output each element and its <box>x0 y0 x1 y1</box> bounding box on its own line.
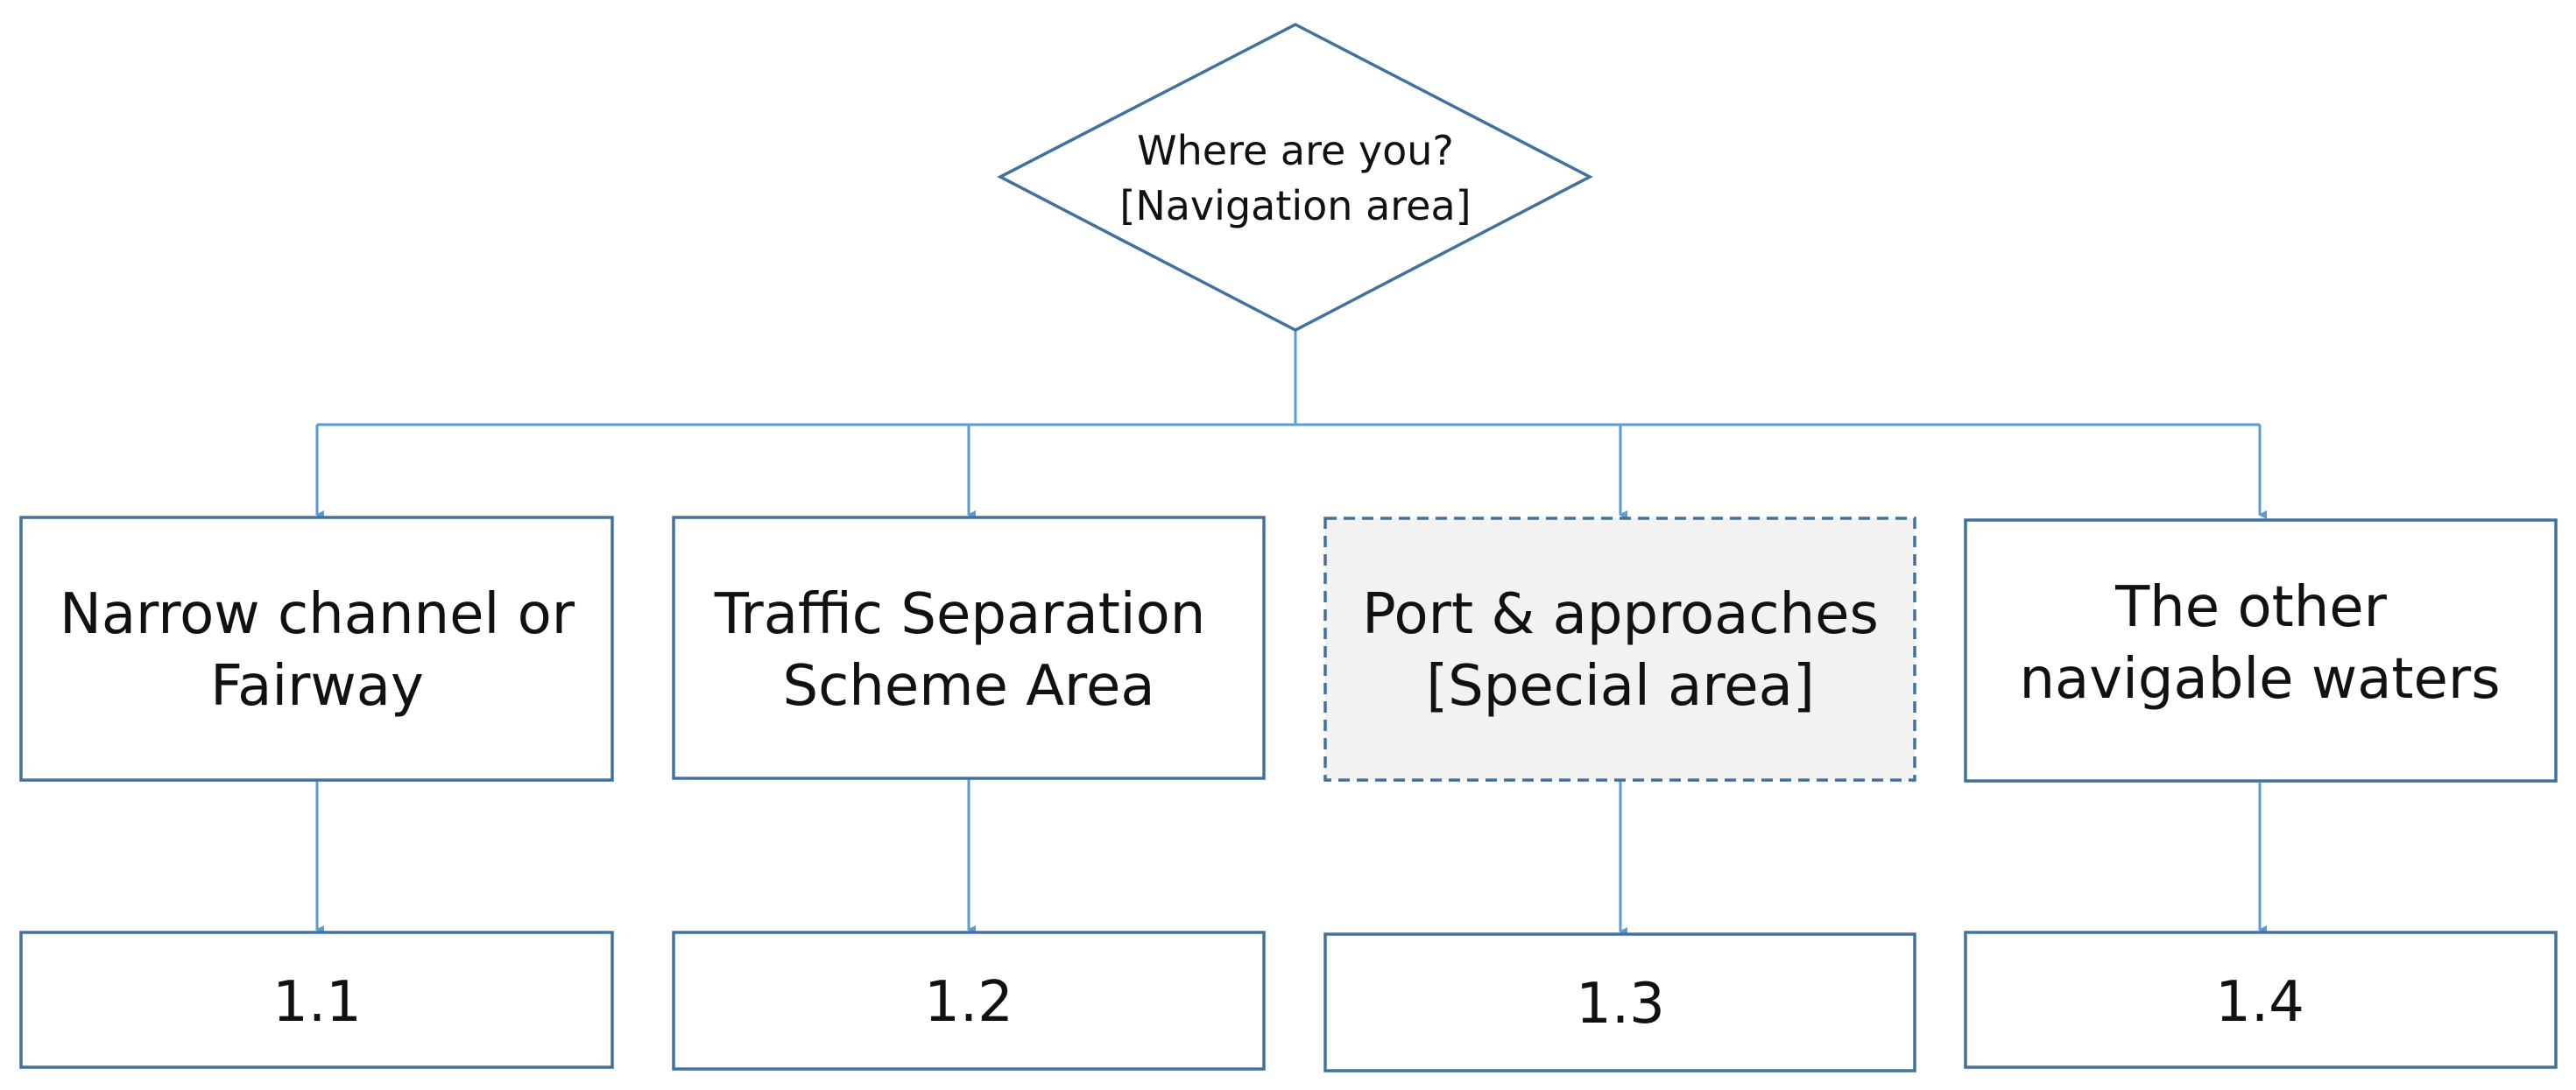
code-box-shape <box>1323 932 1916 1072</box>
code-box-1: 1.1 <box>19 931 614 1069</box>
decision-diamond-shape <box>997 23 1593 332</box>
area-box-shape <box>19 516 614 782</box>
area-box-shape <box>672 516 1266 780</box>
area-box-1: Narrow channel or Fairway <box>19 516 614 782</box>
code-box-shape <box>672 931 1266 1071</box>
area-label-line1: Traffic Separation <box>714 582 1206 647</box>
area-label-line2: navigable waters <box>2019 647 2500 712</box>
code-label: 1.2 <box>924 970 1013 1035</box>
code-label: 1.1 <box>272 970 362 1035</box>
decision-node: Where are you? [Navigation area] <box>997 23 1593 332</box>
decision-label-line1: Where are you? <box>1137 127 1454 174</box>
area-box-shape <box>1964 518 2558 783</box>
code-box-2: 1.2 <box>672 931 1266 1071</box>
area-label-line2: Scheme Area <box>782 654 1154 719</box>
connector-group <box>315 330 2267 936</box>
area-label-line1: Port & approaches <box>1362 582 1879 647</box>
code-box-shape <box>19 931 614 1069</box>
code-box-4: 1.4 <box>1964 931 2558 1069</box>
area-label-line2: [Special area] <box>1426 654 1815 719</box>
area-label-line2: Fairway <box>210 654 424 719</box>
area-box-2: Traffic Separation Scheme Area <box>672 516 1266 780</box>
decision-label-line2: [Navigation area] <box>1119 182 1471 229</box>
area-label-line1: The other <box>2114 575 2388 640</box>
code-label: 1.4 <box>2215 970 2304 1035</box>
special-area-box-shape <box>1323 517 1916 782</box>
code-box-shape <box>1964 931 2558 1069</box>
area-box-4: The other navigable waters <box>1964 518 2558 783</box>
code-box-3: 1.3 <box>1323 932 1916 1072</box>
area-box-3-special: Port & approaches [Special area] <box>1323 517 1916 782</box>
area-label-line1: Narrow channel or <box>60 582 575 647</box>
code-label: 1.3 <box>1576 972 1665 1037</box>
